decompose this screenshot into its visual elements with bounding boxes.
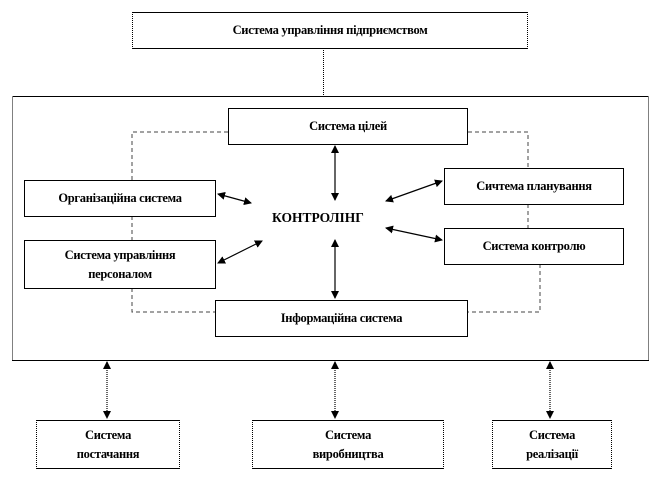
sales-system-label-line1: Система [528, 427, 576, 442]
information-system-label: Інформаційна система [280, 311, 403, 325]
organizational-system-box: Організаційна система [24, 180, 216, 217]
enterprise-management-label: Система управління підприємством [232, 23, 428, 37]
enterprise-management-box: Система управління підприємством [132, 12, 528, 49]
dashed-ring [131, 131, 541, 313]
planning-system-box: Сичтема планування [444, 168, 624, 205]
sales-system-box: Система реалізації [492, 420, 612, 469]
supply-system-box: Система постачання [36, 420, 180, 469]
supply-system-label-line2: постачання [76, 446, 140, 461]
arrow-planning [385, 179, 443, 203]
supply-system-label-line1: Система [84, 427, 132, 442]
arrow-organization [217, 191, 252, 206]
goals-system-box: Система цілей [228, 108, 468, 145]
control-system-label: Система контролю [482, 239, 586, 253]
production-system-label-line1: Система [324, 427, 372, 442]
arrow-personnel [217, 240, 263, 264]
information-system-box: Інформаційна система [215, 300, 468, 337]
controlling-label: КОНТРОЛІНГ [272, 210, 364, 225]
arrow-control [385, 225, 443, 243]
organizational-system-label: Організаційна система [58, 191, 182, 205]
personnel-management-box: Система управління персоналом [24, 240, 216, 289]
personnel-management-label-line2: персоналом [88, 266, 152, 281]
goals-system-label: Система цілей [309, 119, 387, 133]
production-system-box: Система виробництва [252, 420, 444, 469]
control-system-box: Система контролю [444, 228, 624, 265]
personnel-management-label-line1: Система управління [64, 247, 176, 262]
production-system-label-line2: виробництва [312, 446, 384, 461]
sales-system-label-line2: реалізації [526, 446, 578, 461]
planning-system-label: Сичтема планування [476, 179, 592, 193]
